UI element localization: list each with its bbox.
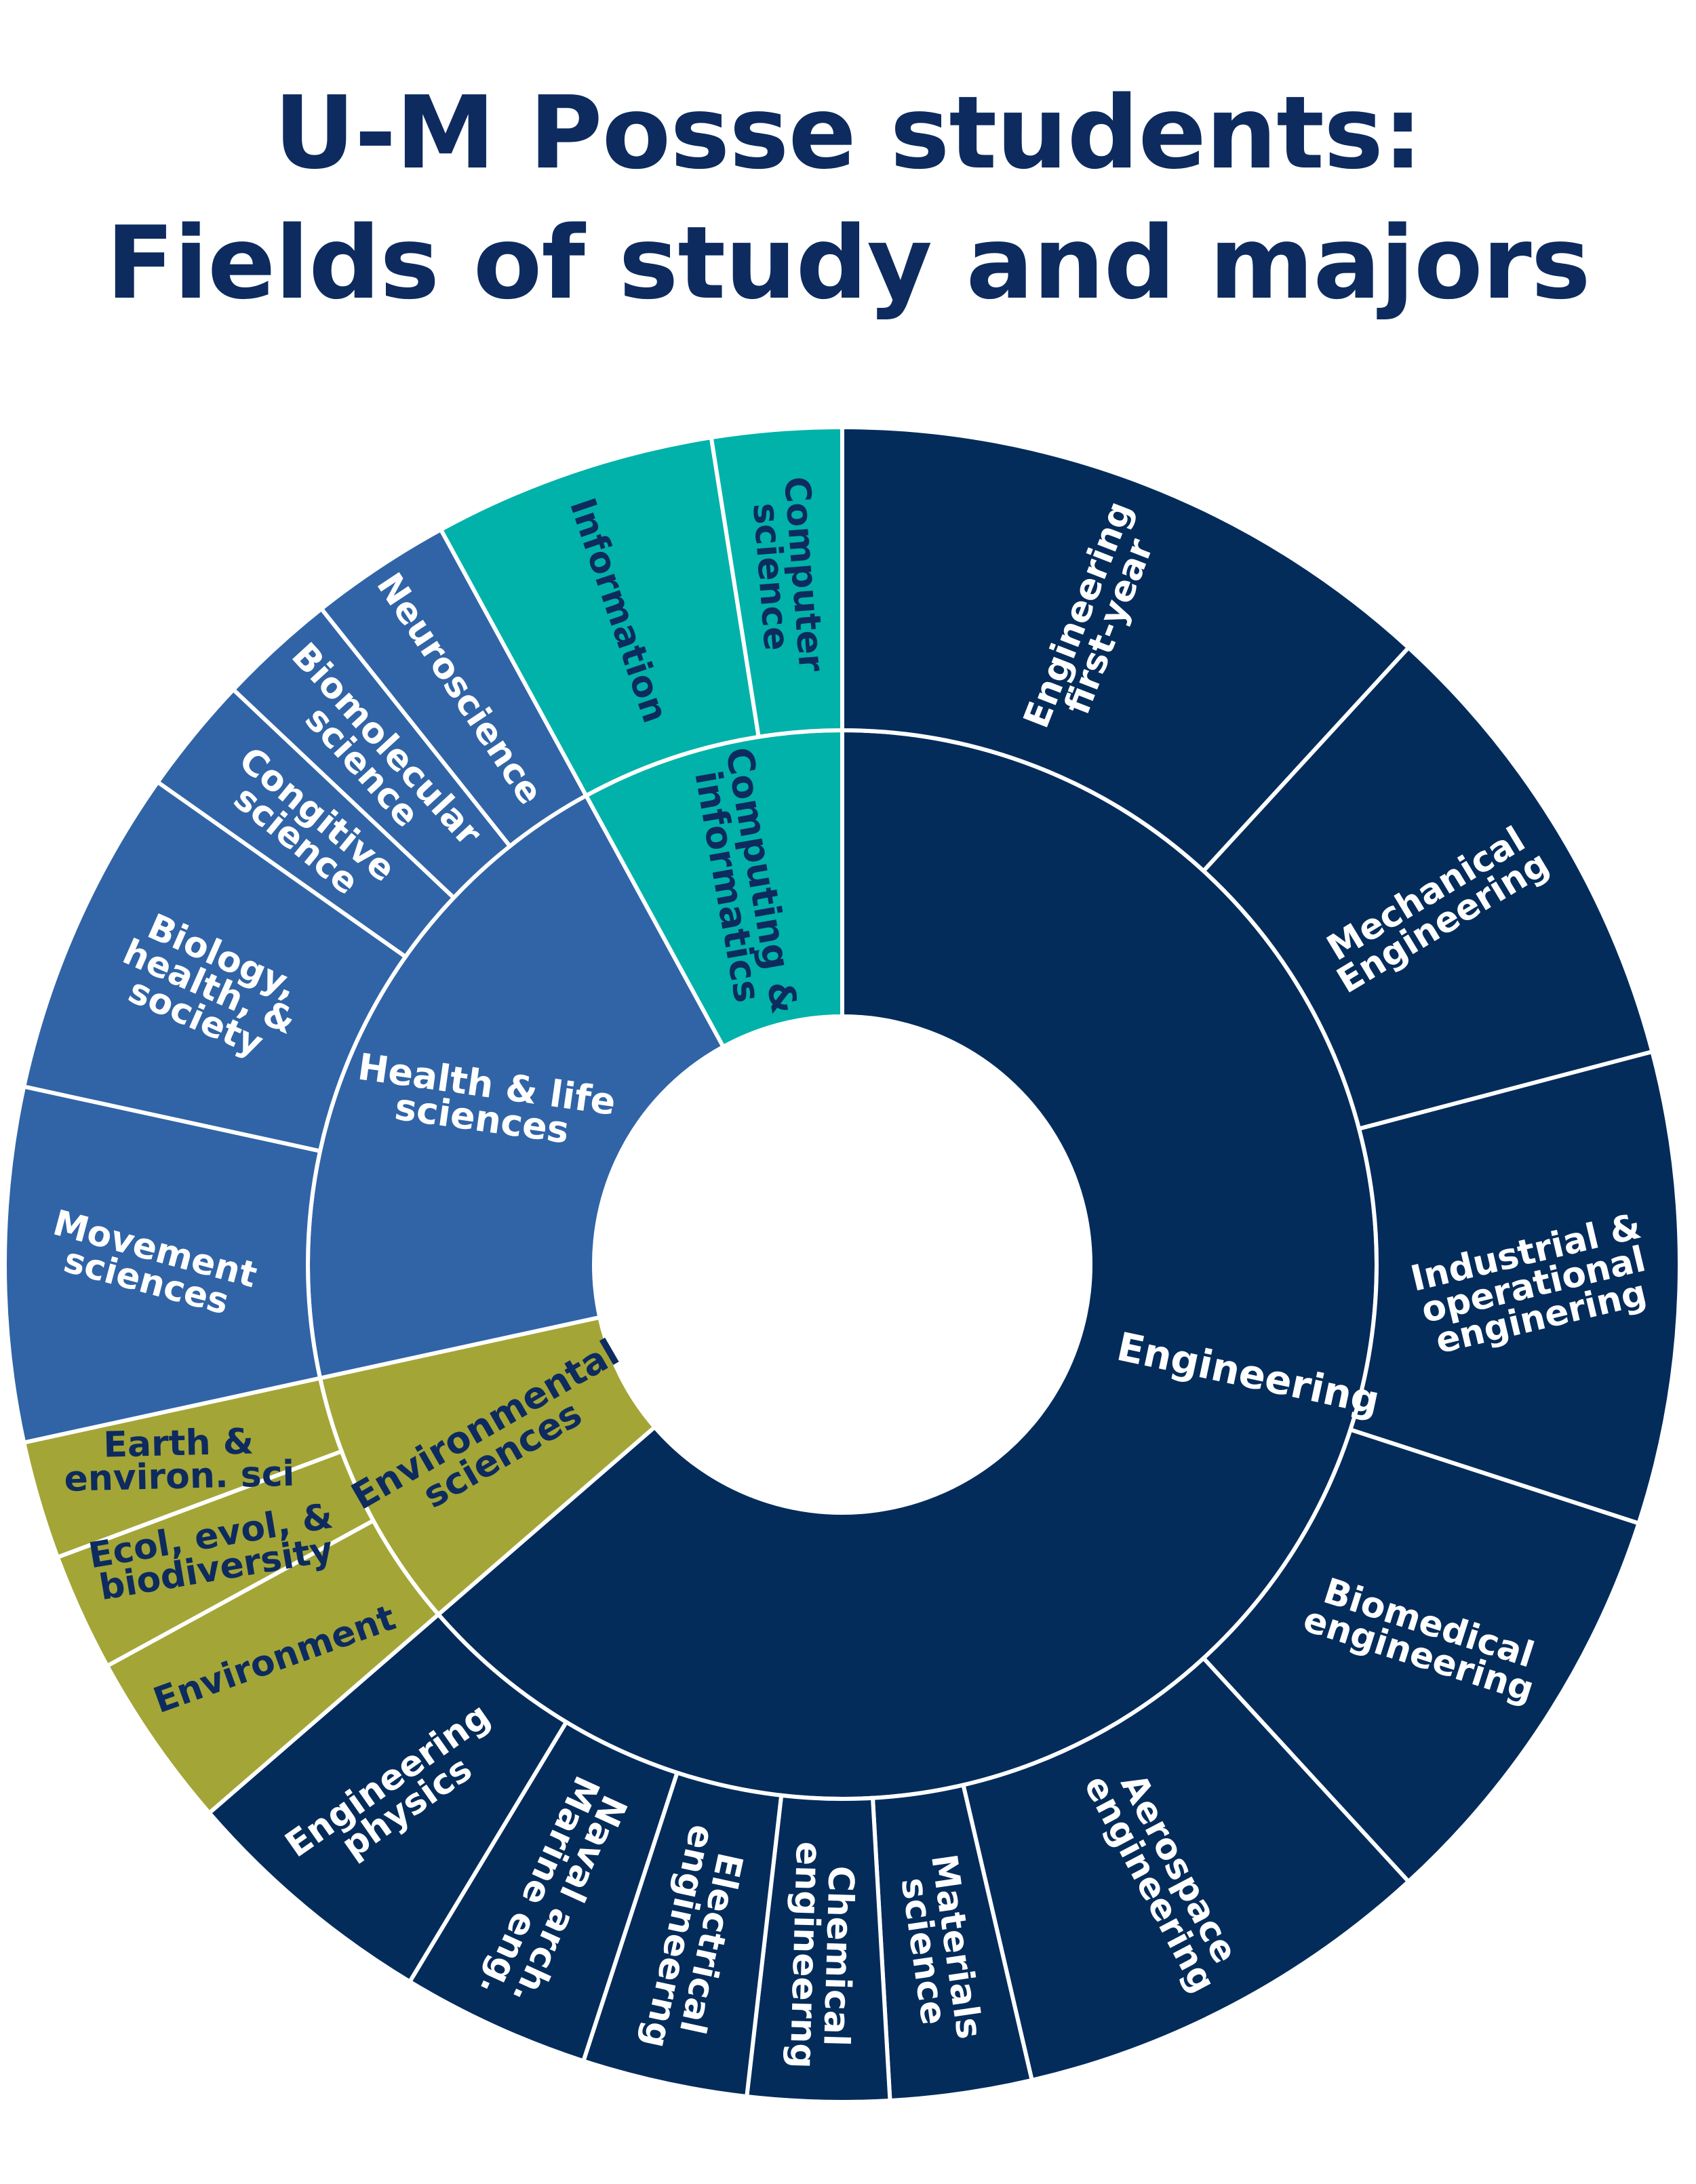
chart-title-line-1: U-M Posse students: bbox=[273, 75, 1423, 191]
chart-title: U-M Posse students: Fields of study and … bbox=[0, 68, 1696, 328]
segment-label-computer-science: Computerscience bbox=[743, 475, 831, 676]
segment-label-line: environ. sci bbox=[64, 1454, 295, 1500]
segment-label-line: Chemical bbox=[815, 1865, 861, 2047]
outer-segment-industrial-and-operational-enginering bbox=[1347, 1049, 1682, 1526]
sunburst-rings bbox=[3, 424, 1682, 2104]
segment-label-chemical-engineerng: Chemicalengineerng bbox=[782, 1841, 862, 2070]
outer-segment-engineering-first-year bbox=[840, 424, 1412, 874]
segment-label-line: Earth & bbox=[103, 1421, 254, 1465]
outer-segment-computer-science bbox=[709, 424, 844, 740]
segment-label-earth-and-environ-sci: Earth &environ. sci bbox=[63, 1421, 295, 1500]
outer-segment-mechanical-engineering bbox=[1200, 644, 1655, 1132]
segment-label-line: engineerng bbox=[782, 1841, 829, 2069]
chart-title-line-2: Fields of study and majors bbox=[106, 205, 1591, 321]
